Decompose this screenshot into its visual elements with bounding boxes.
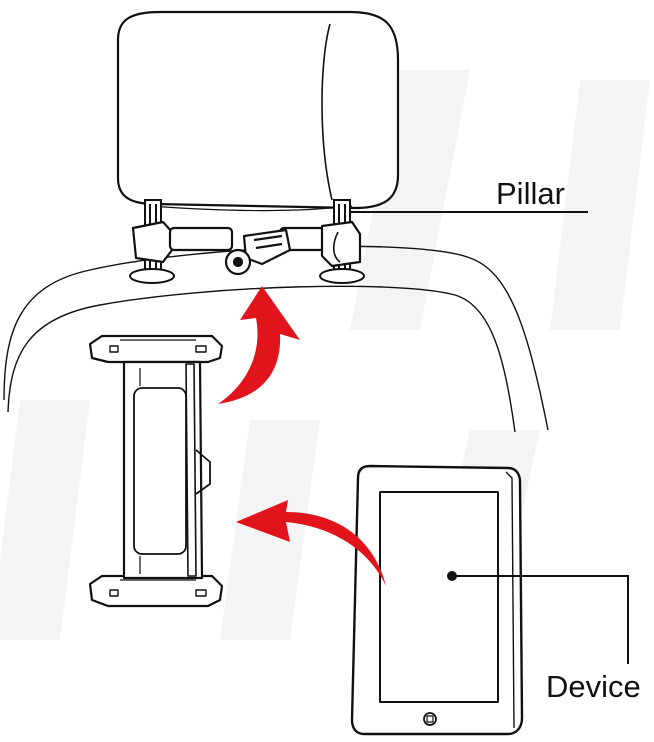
attach-arrows bbox=[218, 286, 386, 586]
arrow-left-icon bbox=[236, 500, 386, 586]
headrest-clamp-bar bbox=[131, 220, 362, 276]
callout-lines bbox=[350, 211, 629, 664]
post-collars bbox=[129, 268, 365, 284]
device-callout-dot bbox=[447, 571, 457, 581]
pillar-label: Pillar bbox=[496, 176, 565, 211]
device-label: Device bbox=[546, 669, 641, 704]
headrest bbox=[116, 10, 400, 212]
tablet-device bbox=[350, 464, 524, 736]
arrow-up-icon bbox=[218, 286, 300, 404]
tablet-holder bbox=[88, 334, 224, 608]
